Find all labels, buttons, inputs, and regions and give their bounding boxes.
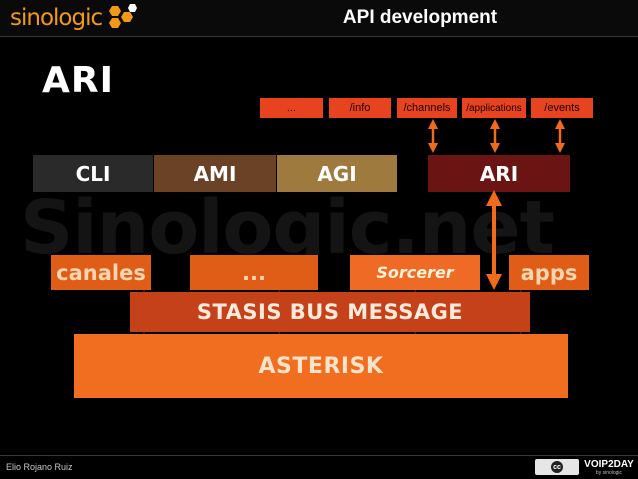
interface-ari: ARI [428, 155, 570, 192]
logo-text: sinologic [10, 5, 103, 31]
module-sorcerer: Sorcerer [350, 255, 480, 290]
asterisk-core: ASTERISK [74, 334, 568, 398]
brand-subtitle: by sinologic [595, 470, 623, 476]
stasis-bus: STASIS BUS MESSAGE [130, 292, 530, 332]
module-canales: canales [51, 255, 151, 290]
cc-by-nc-sa-icon: cc [535, 459, 579, 475]
brand-name: VOIP2DAY [584, 459, 634, 470]
endpoint-applications: /applications [462, 98, 526, 118]
footer-divider [0, 455, 638, 456]
interface-cli: CLI [33, 155, 153, 192]
interface-agi: AGI [277, 155, 397, 192]
module-apps: apps [509, 255, 589, 290]
endpoint-more: ... [260, 98, 323, 118]
header-bar: sinologic API development [0, 0, 638, 37]
endpoint-events: /events [531, 98, 593, 118]
voip2day-logo: VOIP2DAY by sinologic [584, 459, 634, 477]
hexagon-logo-icon [109, 4, 138, 28]
interface-ami: AMI [154, 155, 276, 192]
header-divider [0, 36, 638, 37]
page-title: API development [342, 7, 498, 28]
sinologic-logo: sinologic [10, 4, 142, 32]
endpoint-channels: /channels [397, 98, 457, 118]
endpoint-info: /info [329, 98, 391, 118]
module-more: ... [190, 255, 318, 290]
author-name: Elio Rojano Ruiz [6, 462, 73, 472]
section-title: ARI [42, 60, 114, 101]
